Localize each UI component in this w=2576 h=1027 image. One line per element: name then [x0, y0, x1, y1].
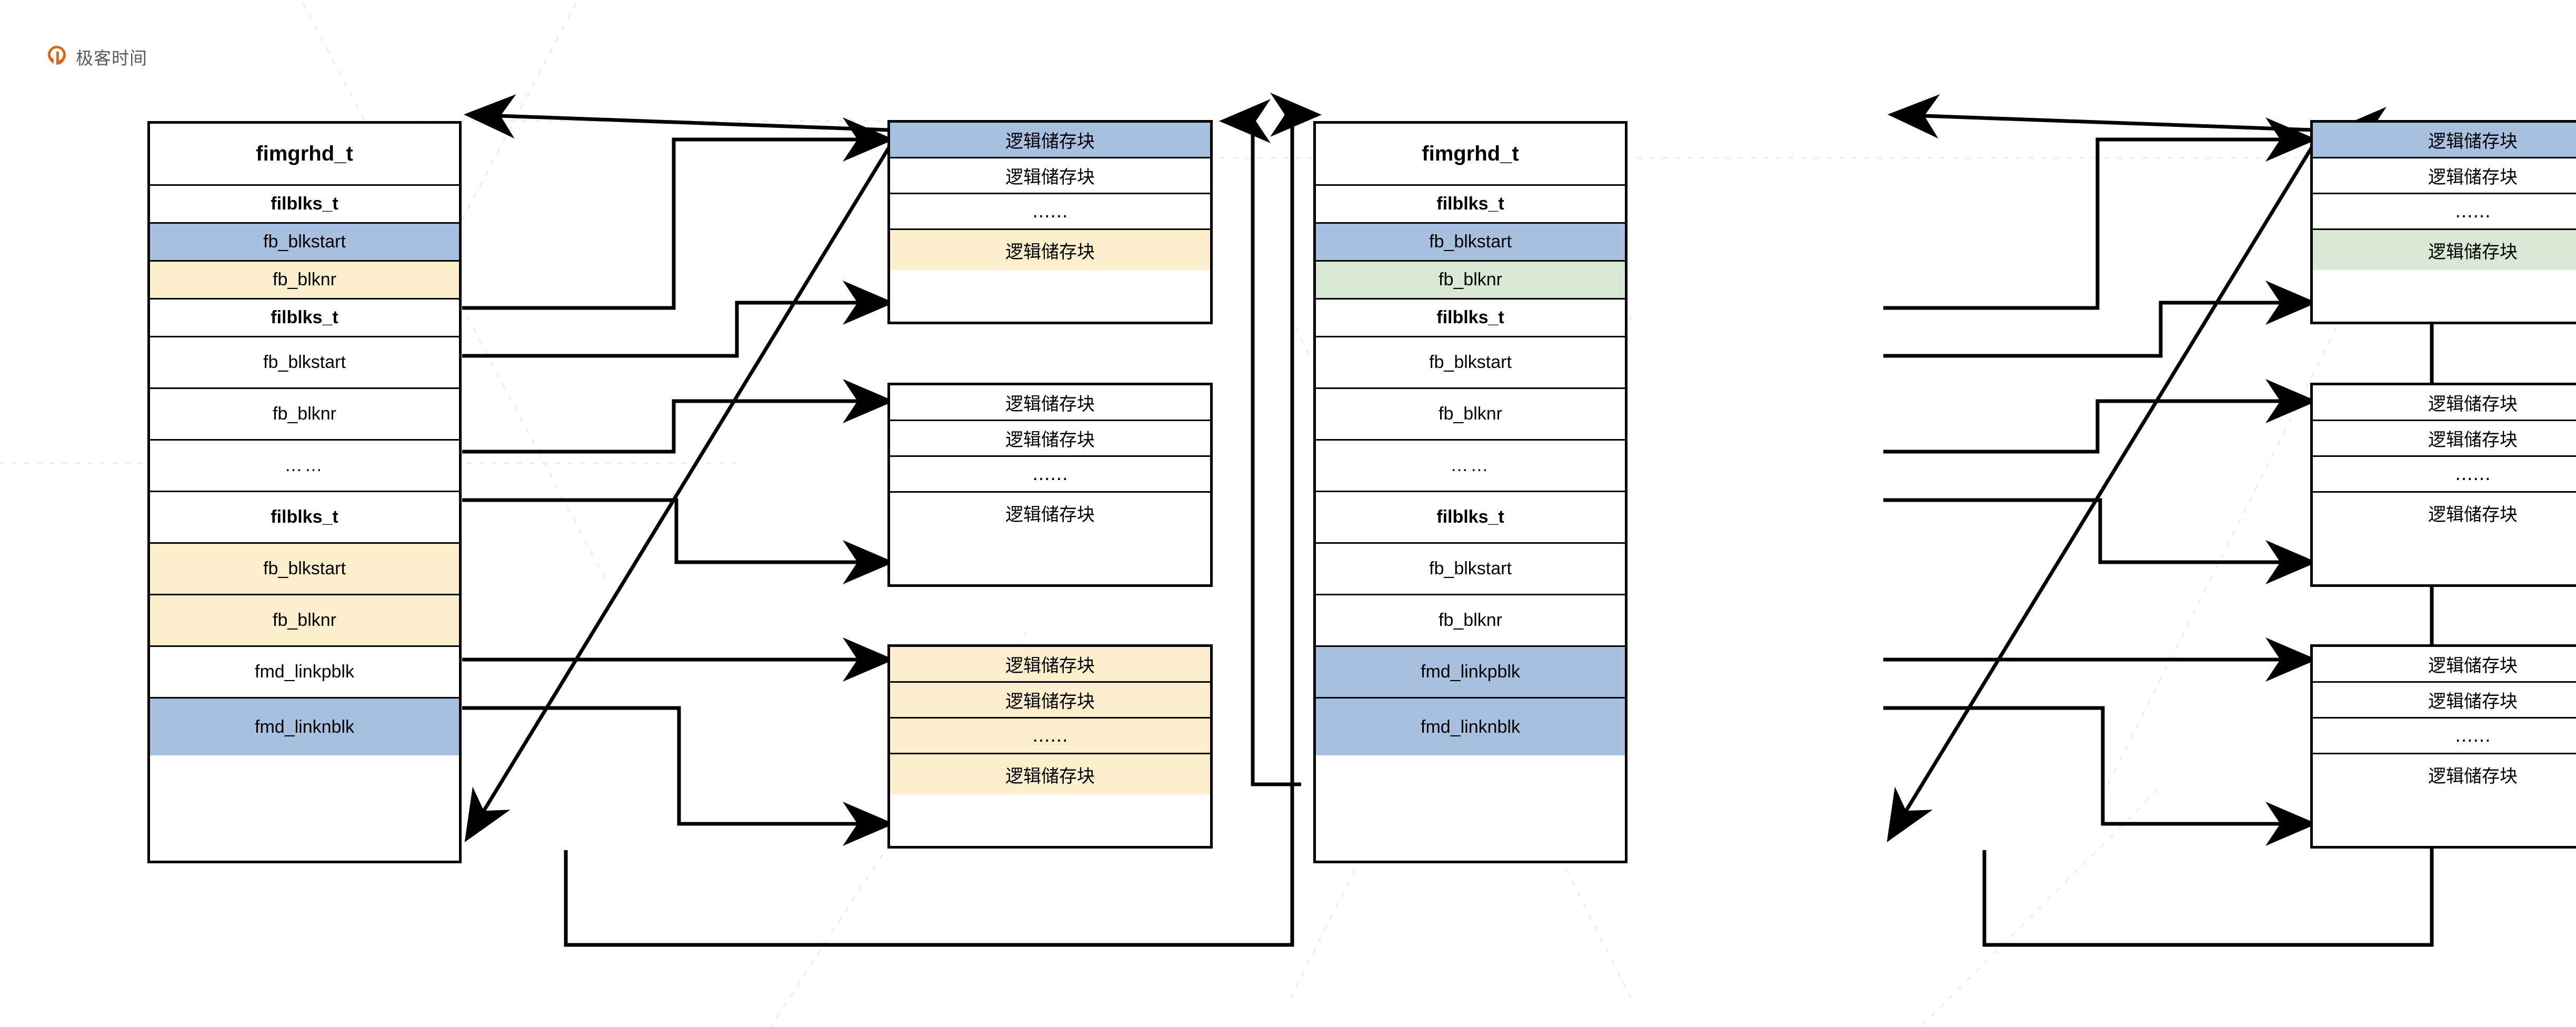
logical-block-row: …… — [890, 719, 1210, 754]
struct-row-fb-blknr: fb_blknr — [150, 262, 459, 300]
logical-block-row: 逻辑储存块 — [2313, 123, 2576, 158]
struct-row-fmd-linknblk: fmd_linknblk — [1316, 699, 1625, 755]
geektime-watermark: 极客时间 — [46, 44, 147, 69]
struct-row-fb-blkstart: fb_blkstart — [150, 337, 459, 389]
struct-row-filblks-t: filblks_t — [150, 186, 459, 224]
logical-block-row: 逻辑储存块 — [2313, 683, 2576, 719]
struct-row-fmd-linknblk: fmd_linknblk — [150, 699, 459, 755]
struct-row-filblks-t: filblks_t — [1316, 492, 1625, 544]
logical-block-row: 逻辑储存块 — [890, 123, 1210, 158]
struct-row-fb-blkstart: fb_blkstart — [150, 224, 459, 262]
logical-block-group-left-1: 逻辑储存块逻辑储存块……逻辑储存块 — [887, 120, 1213, 324]
logical-block-group-left-2: 逻辑储存块逻辑储存块……逻辑储存块 — [887, 383, 1213, 587]
logical-block-row: 逻辑储存块 — [2313, 158, 2576, 194]
logical-block-group-right-1: 逻辑储存块逻辑储存块……逻辑储存块 — [2310, 120, 2576, 324]
logical-block-row: …… — [2313, 457, 2576, 493]
struct-row-fb-blkstart: fb_blkstart — [1316, 224, 1625, 262]
logical-block-row: …… — [890, 457, 1210, 493]
logical-block-group-left-3: 逻辑储存块逻辑储存块……逻辑储存块 — [887, 644, 1213, 849]
struct-row-fb-blkstart: fb_blkstart — [1316, 337, 1625, 389]
logical-block-row: 逻辑储存块 — [2313, 493, 2576, 533]
geektime-watermark-text: 极客时间 — [76, 48, 147, 68]
logical-block-row: 逻辑储存块 — [890, 421, 1210, 457]
geektime-logo-icon — [46, 45, 71, 69]
struct-row-filblks-t: filblks_t — [150, 492, 459, 544]
struct-row-fimgrhd-t: fimgrhd_t — [1316, 124, 1625, 186]
logical-block-row: 逻辑储存块 — [890, 683, 1210, 719]
logical-block-group-right-2: 逻辑储存块逻辑储存块……逻辑储存块 — [2310, 383, 2576, 587]
struct-row-filblks-t: filblks_t — [1316, 300, 1625, 337]
struct-row-fb-blknr: fb_blknr — [1316, 262, 1625, 300]
struct-row-fmd-linkpblk: fmd_linkpblk — [150, 647, 459, 699]
struct-row-fb-blkstart: fb_blkstart — [150, 544, 459, 595]
logical-block-group-right-3: 逻辑储存块逻辑储存块……逻辑储存块 — [2310, 644, 2576, 849]
struct-row-filblks-t: filblks_t — [1316, 186, 1625, 224]
logical-block-row: 逻辑储存块 — [890, 647, 1210, 683]
struct-row-……: …… — [150, 441, 459, 492]
logical-block-row: 逻辑储存块 — [890, 385, 1210, 421]
logical-block-row: …… — [890, 194, 1210, 230]
struct-row-filblks-t: filblks_t — [150, 300, 459, 337]
logical-block-row: 逻辑储存块 — [890, 158, 1210, 194]
logical-block-row: 逻辑储存块 — [890, 493, 1210, 533]
logical-block-row: 逻辑储存块 — [890, 754, 1210, 794]
struct-row-fmd-linkpblk: fmd_linkpblk — [1316, 647, 1625, 699]
struct-row-……: …… — [1316, 441, 1625, 492]
logical-block-row: 逻辑储存块 — [2313, 421, 2576, 457]
logical-block-row: 逻辑储存块 — [890, 230, 1210, 270]
logical-block-row: …… — [2313, 719, 2576, 754]
struct-row-fb-blknr: fb_blknr — [1316, 389, 1625, 441]
logical-block-row: 逻辑储存块 — [2313, 647, 2576, 683]
logical-block-row: 逻辑储存块 — [2313, 754, 2576, 794]
struct-row-fb-blkstart: fb_blkstart — [1316, 544, 1625, 595]
struct-row-fb-blknr: fb_blknr — [1316, 595, 1625, 647]
logical-block-row: 逻辑储存块 — [2313, 230, 2576, 270]
logical-block-row: 逻辑储存块 — [2313, 385, 2576, 421]
struct-row-fb-blknr: fb_blknr — [150, 389, 459, 441]
logical-block-row: …… — [2313, 194, 2576, 230]
struct-row-fimgrhd-t: fimgrhd_t — [150, 124, 459, 186]
struct-row-fb-blknr: fb_blknr — [150, 595, 459, 647]
